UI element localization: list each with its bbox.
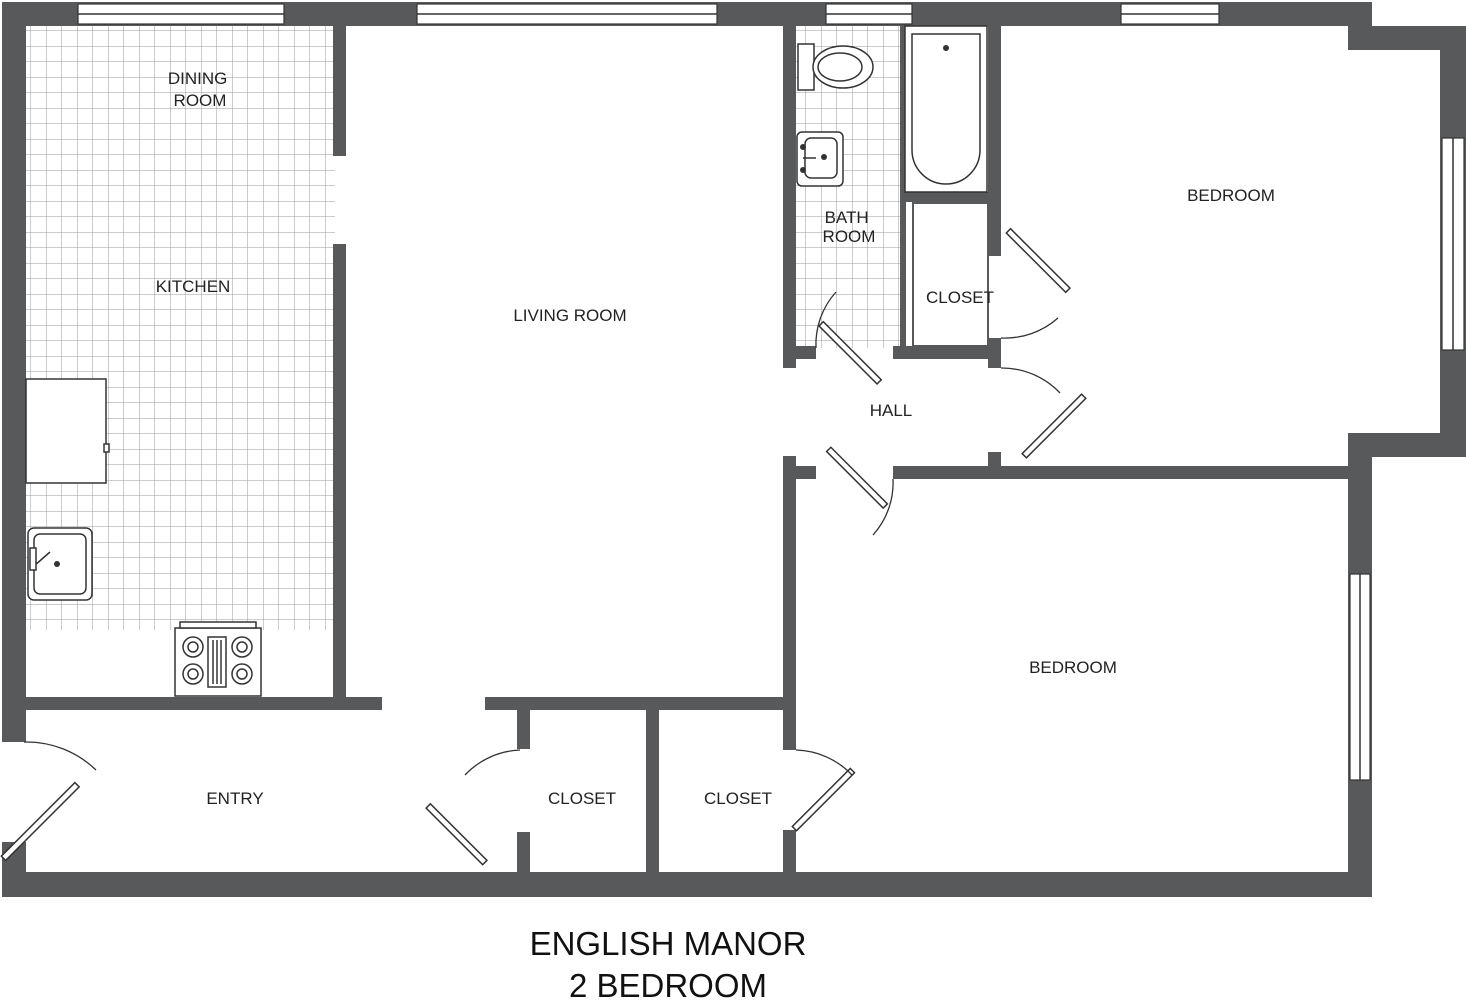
windows <box>77 3 1465 781</box>
bathtub <box>904 25 988 193</box>
bath-room-label-line-2: ROOM <box>823 227 876 246</box>
dining-room-label-line-1: DINING <box>168 69 228 88</box>
bath-door <box>815 291 883 386</box>
bath-sink <box>796 131 844 187</box>
closet-entry-1-label: CLOSET <box>548 789 616 808</box>
closet-entry-2-door <box>791 749 856 832</box>
toilet <box>797 43 874 91</box>
window-living <box>416 3 718 25</box>
bedroom-1-door <box>1000 367 1087 459</box>
window-bedroom-2-side <box>1349 573 1371 781</box>
window-dining <box>77 3 285 25</box>
stove <box>174 621 262 697</box>
closet-entry-2-label: CLOSET <box>704 789 772 808</box>
fridge <box>25 378 110 484</box>
kitchen-label: KITCHEN <box>156 277 231 296</box>
window-bedroom-top <box>1120 3 1220 25</box>
entry-label: ENTRY <box>206 789 263 808</box>
entry-door <box>0 741 97 862</box>
bath-room-label-line-1: BATH <box>825 208 869 227</box>
bedroom-1-label: BEDROOM <box>1187 186 1275 205</box>
room-labels: DINING ROOM KITCHEN LIVING ROOM BATH ROO… <box>156 69 1275 808</box>
doors <box>0 227 1087 866</box>
closet-interior <box>912 202 989 347</box>
window-bedroom-1-side <box>1441 137 1465 351</box>
window-bath <box>825 3 913 25</box>
closet-entry-1-door <box>425 749 521 866</box>
plan-title: ENGLISH MANOR 2 BEDROOM <box>530 925 807 1000</box>
closet-bath-door <box>1000 227 1072 339</box>
dining-room-label: DINING ROOM <box>168 69 232 110</box>
closet-bath-label: CLOSET <box>926 288 994 307</box>
bath-room-label: BATH ROOM <box>823 208 876 246</box>
dining-room-label-line-2: ROOM <box>174 91 227 110</box>
hall-label: HALL <box>870 401 913 420</box>
plan-title-line-2: 2 BEDROOM <box>569 967 767 1000</box>
bedroom-2-label: BEDROOM <box>1029 658 1117 677</box>
living-room-label: LIVING ROOM <box>513 306 626 325</box>
interior-walls <box>2 26 1372 884</box>
plan-title-line-1: ENGLISH MANOR <box>530 925 807 962</box>
bedroom-2-door <box>825 446 894 536</box>
kitchen-sink <box>27 527 93 601</box>
